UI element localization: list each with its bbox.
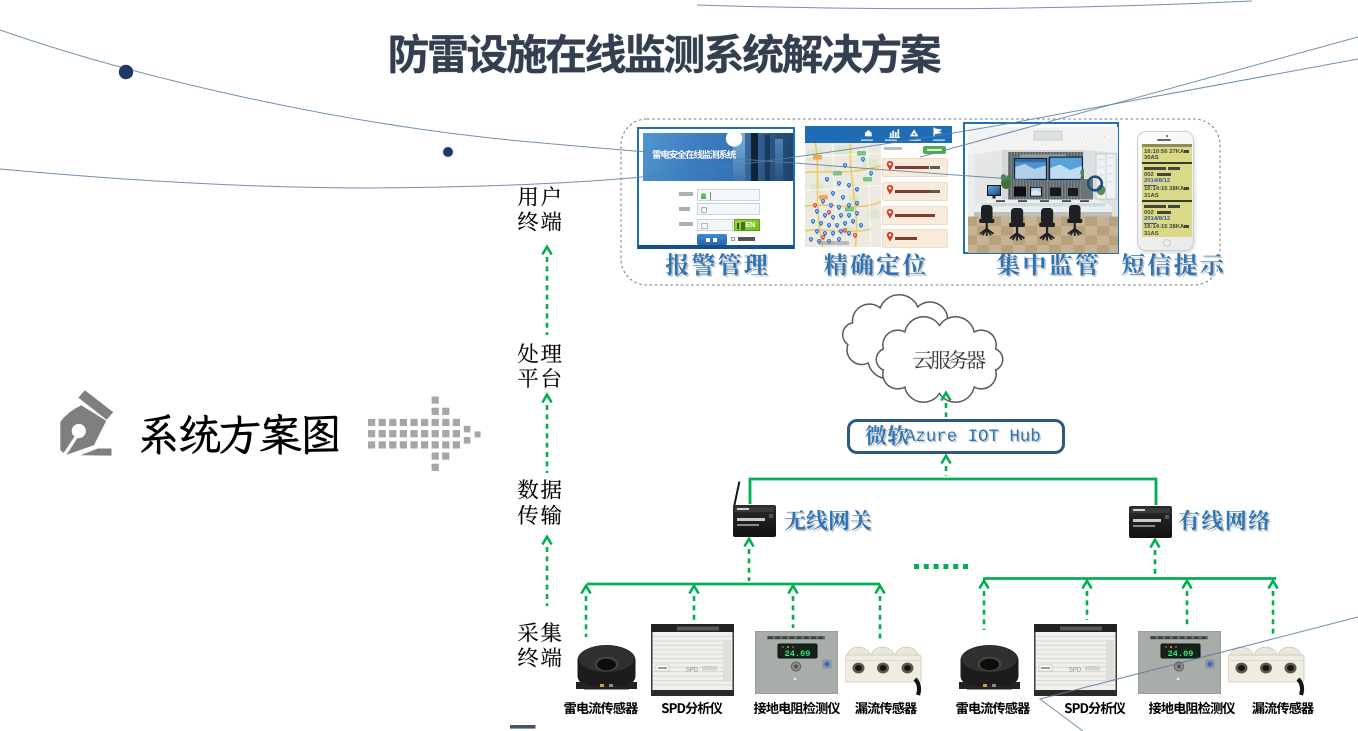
svg-text:SPD: SPD	[1069, 668, 1082, 674]
svg-text:SPD: SPD	[686, 668, 699, 674]
svg-text:24.09: 24.09	[785, 649, 811, 659]
svg-text:24.09: 24.09	[1168, 649, 1194, 659]
